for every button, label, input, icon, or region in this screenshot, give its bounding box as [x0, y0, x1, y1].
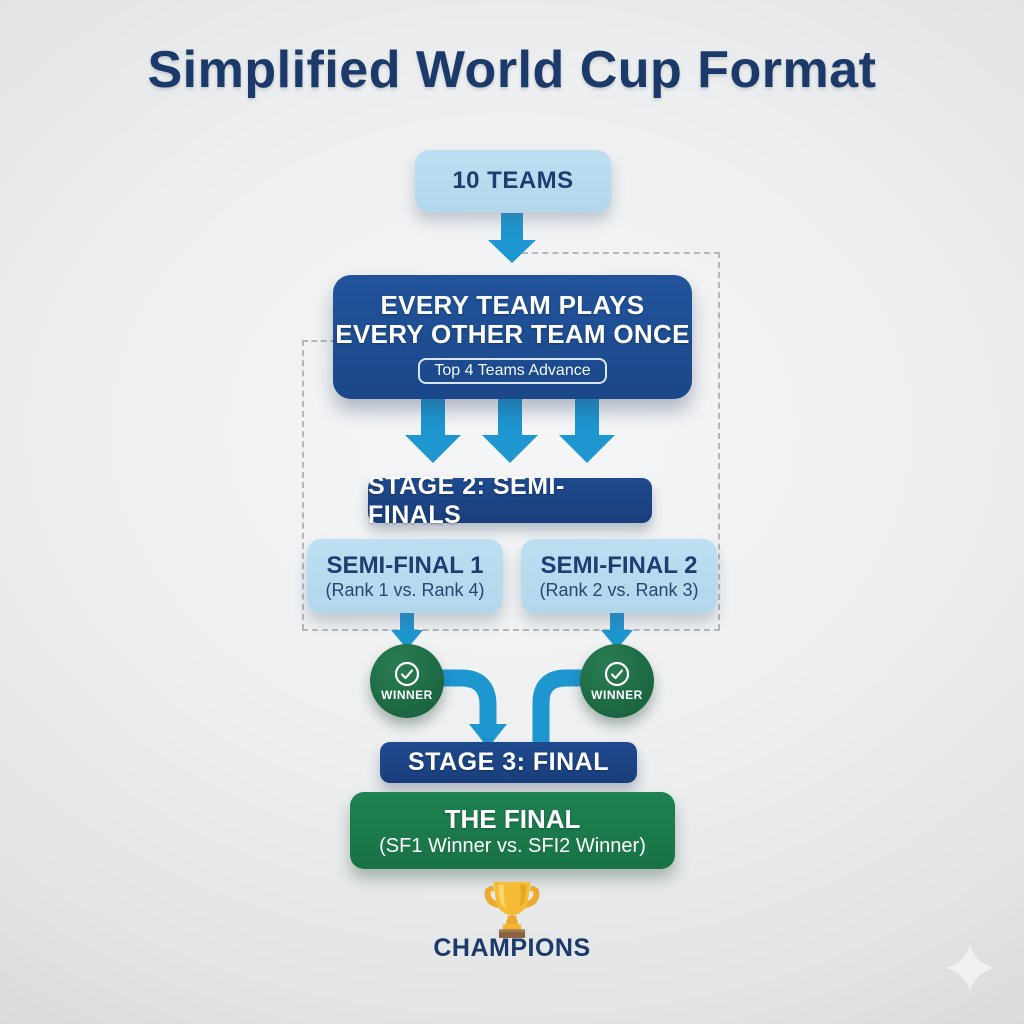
- stage2-label: STAGE 2: SEMI-FINALS: [368, 471, 565, 529]
- semifinal1-subtitle: (Rank 1 vs. Rank 4): [325, 579, 485, 600]
- dashed-guide-top-right: [512, 252, 720, 254]
- stage2-bar: STAGE 2: SEMI-FINALS: [368, 472, 652, 529]
- semifinal2-title: SEMI-FINAL 2: [540, 551, 698, 579]
- advance-pill: Top 4 Teams Advance: [418, 357, 607, 384]
- semifinal2-subtitle: (Rank 2 vs. Rank 3): [539, 579, 699, 600]
- stage3-bar: STAGE 3: FINAL: [380, 742, 637, 783]
- check-circle-icon: [604, 661, 630, 686]
- arrow-down-icon: [391, 612, 423, 649]
- round-robin-box: EVERY TEAM PLAYS EVERY OTHER TEAM ONCE T…: [333, 275, 692, 399]
- final-title: THE FINAL: [444, 803, 581, 834]
- page-title: Simplified World Cup Format: [147, 41, 877, 99]
- arrow-down-icon: [405, 399, 461, 463]
- semifinal1-box: SEMI-FINAL 1 (Rank 1 vs. Rank 4): [307, 539, 503, 613]
- dashed-guide-right: [718, 252, 720, 630]
- arrow-down-icon: [482, 399, 538, 463]
- dashed-guide-top-left: [302, 340, 336, 342]
- dashed-guide-bottom: [302, 629, 720, 631]
- round-robin-line1: EVERY TEAM PLAYS: [380, 289, 645, 320]
- teams-label: 10 TEAMS: [452, 167, 574, 194]
- round-robin-line2: EVERY OTHER TEAM ONCE: [335, 318, 690, 349]
- winner1-badge: WINNER: [370, 644, 444, 718]
- sparkle-watermark-icon: [946, 944, 994, 992]
- arrow-down-icon: [488, 213, 536, 263]
- arrow-down-icon: [559, 399, 615, 463]
- final-box: THE FINAL (SF1 Winner vs. SFI2 Winner): [350, 792, 675, 869]
- trophy-icon: [484, 881, 540, 939]
- semifinal2-box: SEMI-FINAL 2 (Rank 2 vs. Rank 3): [521, 539, 717, 613]
- winner2-label: WINNER: [591, 687, 643, 702]
- winner1-label: WINNER: [381, 687, 433, 702]
- winner2-badge: WINNER: [580, 644, 654, 718]
- arrow-down-icon: [601, 612, 633, 649]
- dashed-guide-left: [302, 340, 304, 630]
- stage3-label: STAGE 3: FINAL: [408, 748, 609, 776]
- check-circle-icon: [394, 661, 420, 686]
- final-subtitle: (SF1 Winner vs. SFI2 Winner): [379, 834, 646, 857]
- semifinal1-title: SEMI-FINAL 1: [326, 551, 484, 579]
- champions-label: CHAMPIONS: [433, 934, 591, 962]
- teams-box: 10 TEAMS: [415, 150, 611, 212]
